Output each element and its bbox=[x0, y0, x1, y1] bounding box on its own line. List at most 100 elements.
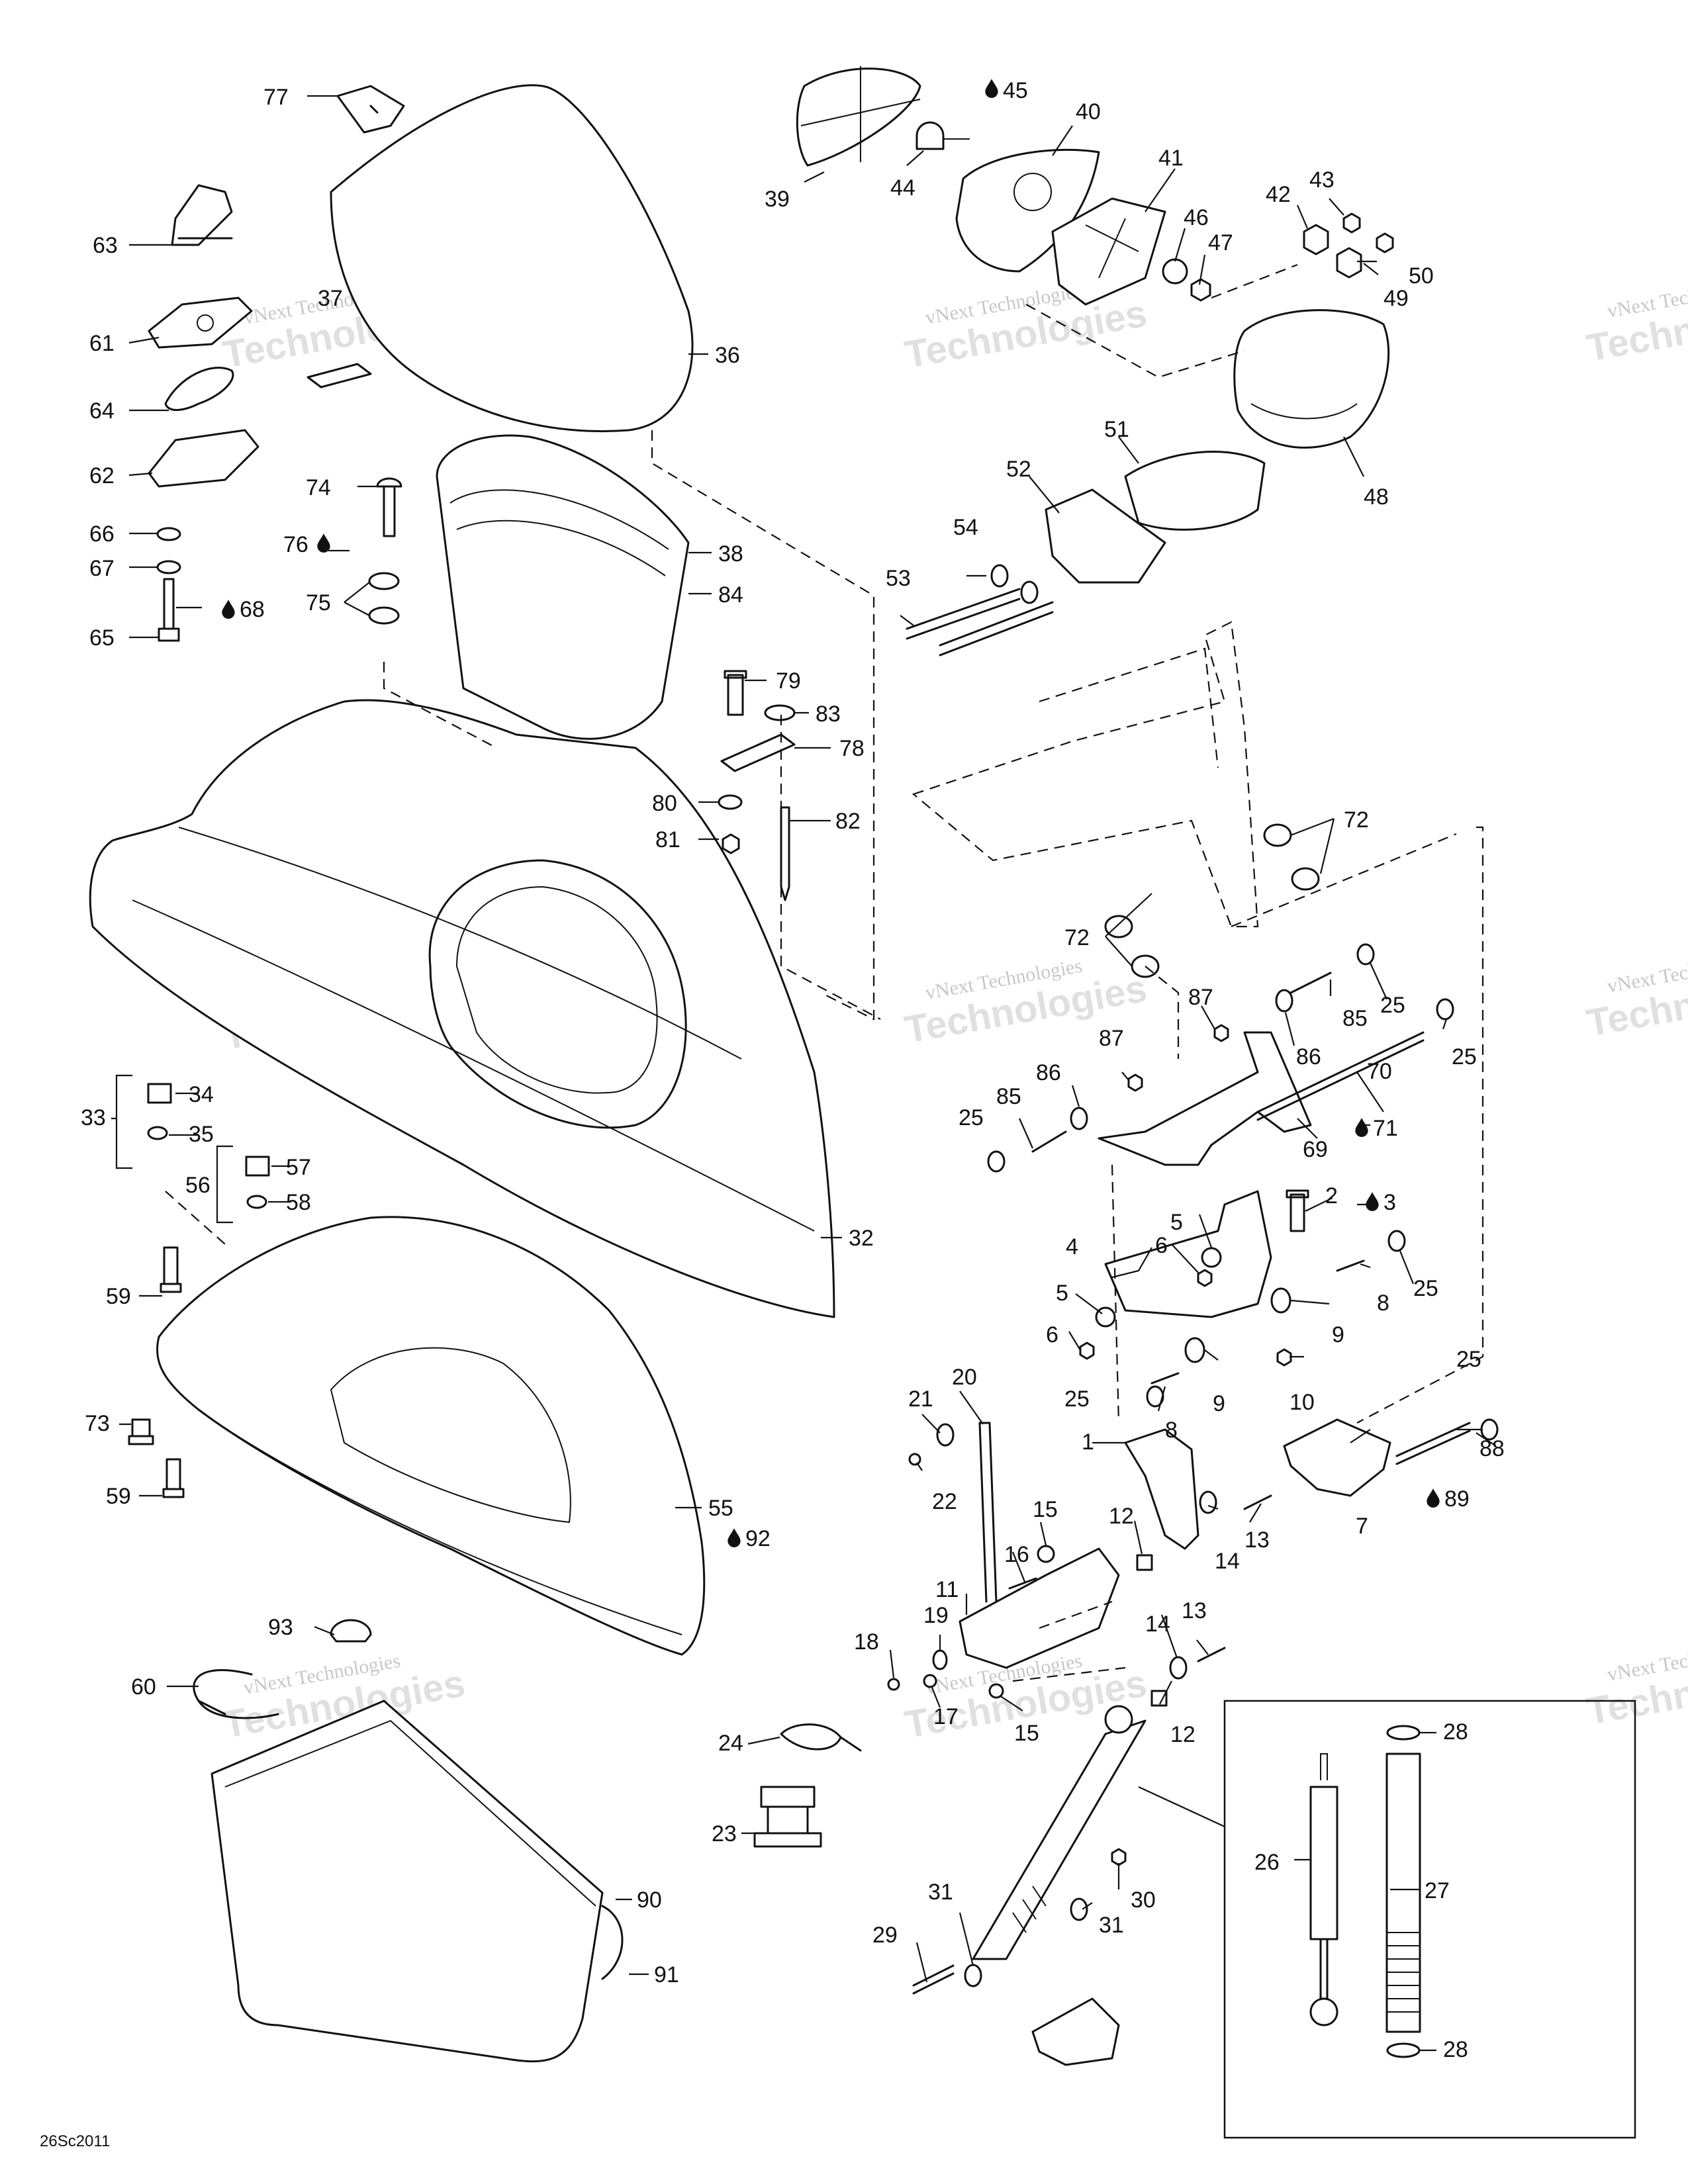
callout-42: 42 bbox=[1266, 182, 1291, 207]
part-50 bbox=[1376, 232, 1394, 253]
svg-text:28: 28 bbox=[1443, 2037, 1468, 2062]
svg-text:84: 84 bbox=[718, 582, 743, 608]
svg-text:24: 24 bbox=[718, 1731, 743, 1756]
callout-53: 53 bbox=[886, 566, 911, 591]
svg-text:14: 14 bbox=[1145, 1612, 1170, 1637]
part-20 bbox=[978, 1422, 998, 1603]
svg-text:15: 15 bbox=[1033, 1497, 1058, 1522]
part-6b bbox=[1079, 1342, 1095, 1360]
callout-10: 10 bbox=[1289, 1390, 1315, 1415]
part-27 bbox=[1385, 1752, 1421, 2033]
callout-91: 91 bbox=[654, 1962, 679, 1987]
callout-60: 60 bbox=[131, 1674, 156, 1700]
part-46 bbox=[1162, 258, 1188, 285]
callout-2: 2 bbox=[1325, 1183, 1338, 1208]
svg-text:58: 58 bbox=[286, 1190, 311, 1215]
callout-32: 32 bbox=[849, 1226, 874, 1251]
svg-text:51: 51 bbox=[1104, 417, 1129, 442]
callout-14b: 14 bbox=[1145, 1612, 1170, 1637]
part-25b bbox=[1436, 998, 1454, 1021]
part-31b bbox=[1070, 1897, 1088, 1921]
svg-text:8: 8 bbox=[1377, 1291, 1389, 1316]
part-83 bbox=[764, 704, 796, 721]
callout-25a: 25 bbox=[1380, 993, 1405, 1018]
callout-77: 77 bbox=[263, 85, 289, 110]
callout-72a: 72 bbox=[1344, 807, 1369, 833]
callout-6a: 6 bbox=[1155, 1233, 1168, 1258]
part-15b bbox=[988, 1683, 1004, 1699]
callout-33: 33 bbox=[81, 1105, 106, 1130]
svg-text:88: 88 bbox=[1479, 1436, 1505, 1461]
svg-text:5: 5 bbox=[1170, 1210, 1183, 1235]
callout-75: 75 bbox=[306, 590, 331, 615]
part-53b bbox=[939, 601, 1054, 657]
svg-text:45: 45 bbox=[1003, 78, 1028, 103]
svg-text:66: 66 bbox=[89, 522, 115, 547]
callout-43: 43 bbox=[1309, 167, 1335, 193]
callout-12a: 12 bbox=[1109, 1504, 1134, 1529]
part-39 bbox=[796, 68, 921, 167]
svg-text:92: 92 bbox=[745, 1526, 771, 1551]
part-78 bbox=[720, 733, 796, 772]
callout-70: 70 bbox=[1367, 1059, 1392, 1084]
callout-81: 81 bbox=[655, 827, 680, 852]
callout-72b: 72 bbox=[1064, 925, 1090, 950]
part-28a bbox=[1386, 1725, 1421, 1741]
svg-text:16: 16 bbox=[1004, 1542, 1029, 1567]
callout-80: 80 bbox=[652, 791, 677, 816]
svg-text:75: 75 bbox=[306, 590, 331, 615]
callout-87a: 87 bbox=[1188, 985, 1213, 1010]
callout-30: 30 bbox=[1131, 1888, 1156, 1913]
callout-25d: 25 bbox=[1413, 1276, 1438, 1301]
svg-text:8: 8 bbox=[1165, 1418, 1178, 1443]
oil-drop-icon bbox=[222, 600, 235, 619]
svg-text:46: 46 bbox=[1184, 205, 1209, 230]
svg-text:93: 93 bbox=[268, 1615, 293, 1640]
part-16 bbox=[1008, 1577, 1037, 1590]
svg-text:74: 74 bbox=[306, 475, 331, 500]
svg-text:64: 64 bbox=[89, 398, 115, 424]
watermark-9: vNext Technologies Technologies bbox=[1583, 1637, 1688, 1733]
svg-text:25: 25 bbox=[1456, 1347, 1481, 1372]
part-55-tub bbox=[156, 1216, 706, 1656]
callout-62: 62 bbox=[89, 463, 115, 488]
part-37 bbox=[306, 363, 372, 388]
part-2 bbox=[1286, 1189, 1309, 1232]
callout-59b: 59 bbox=[106, 1484, 131, 1509]
callout-26: 26 bbox=[1254, 1850, 1280, 1875]
part-32-deck bbox=[89, 699, 835, 1318]
svg-text:79: 79 bbox=[776, 668, 801, 694]
callout-84: 84 bbox=[718, 582, 743, 608]
svg-text:72: 72 bbox=[1064, 925, 1090, 950]
callout-86a: 86 bbox=[1296, 1044, 1321, 1069]
svg-text:4: 4 bbox=[1066, 1234, 1078, 1259]
svg-text:17: 17 bbox=[933, 1704, 959, 1729]
svg-text:65: 65 bbox=[89, 625, 115, 651]
part-69 bbox=[1098, 1031, 1312, 1166]
callout-14a: 14 bbox=[1215, 1549, 1240, 1574]
callout-90: 90 bbox=[637, 1888, 662, 1913]
part-12b bbox=[1150, 1690, 1168, 1707]
part-43 bbox=[1342, 212, 1361, 234]
callout-61: 61 bbox=[89, 331, 115, 356]
part-4 bbox=[1104, 1190, 1272, 1318]
watermark-6: vNext Technologies Technologies bbox=[1583, 948, 1688, 1045]
svg-text:25: 25 bbox=[1380, 993, 1405, 1018]
part-85b bbox=[1031, 1130, 1067, 1153]
callout-5b: 5 bbox=[1056, 1281, 1068, 1306]
svg-text:86: 86 bbox=[1296, 1044, 1321, 1069]
part-72a bbox=[1263, 823, 1292, 847]
svg-text:2: 2 bbox=[1325, 1183, 1338, 1208]
svg-text:56: 56 bbox=[185, 1173, 211, 1198]
svg-text:20: 20 bbox=[952, 1365, 977, 1390]
oil-drop-icon bbox=[317, 533, 330, 553]
svg-text:85: 85 bbox=[996, 1084, 1021, 1109]
part-72c bbox=[1104, 915, 1133, 938]
callout-58: 58 bbox=[286, 1190, 311, 1215]
callout-78: 78 bbox=[839, 736, 865, 761]
svg-text:31: 31 bbox=[928, 1880, 953, 1905]
svg-text:44: 44 bbox=[890, 175, 915, 201]
part-44 bbox=[915, 121, 945, 150]
svg-text:52: 52 bbox=[1006, 457, 1031, 482]
